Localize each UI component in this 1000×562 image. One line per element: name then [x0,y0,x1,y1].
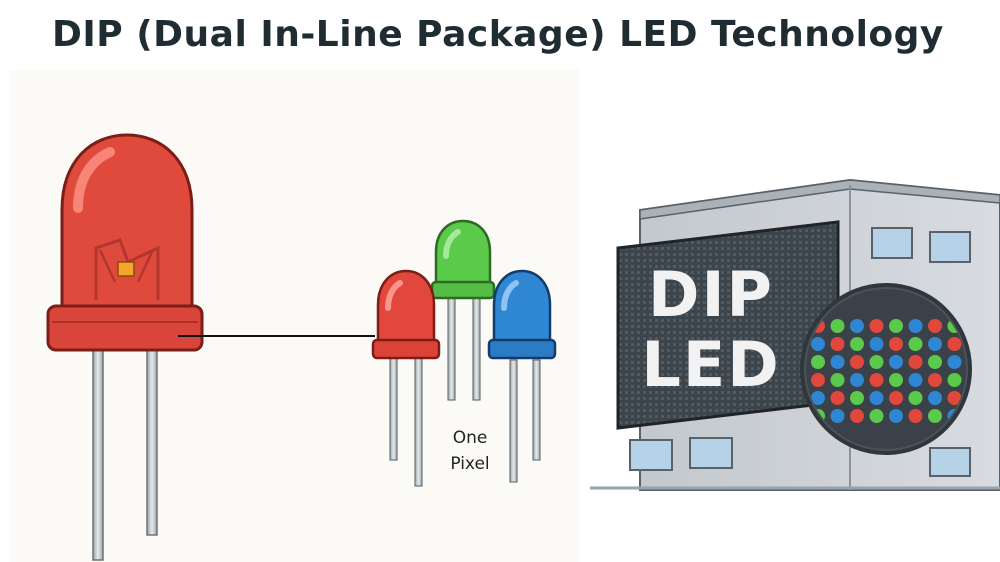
rgb-dot [869,409,884,423]
rgb-dot [811,337,825,351]
rgb-dot [830,373,845,387]
rgb-dot [908,355,923,369]
rgb-dot [947,337,962,351]
blue-led-icon [487,269,557,483]
rgb-dot [850,355,864,369]
rgb-dot [850,373,864,387]
rgb-dot [947,391,962,405]
rgb-dot [869,337,884,351]
rgb-dot [908,373,923,387]
rgb-dot [928,355,942,369]
rgb-dot [830,409,845,423]
page-title: DIP (Dual In-Line Package) LED Technolog… [52,14,944,55]
rgb-dot [889,409,903,423]
rgb-dot [869,391,884,405]
rgb-dot [928,373,942,387]
rgb-dot [889,391,903,405]
rgb-dot [889,337,903,351]
pixel-label-line1: One [452,428,488,448]
rgb-dot [908,337,923,351]
green-led-icon [430,219,496,401]
rgb-dot [830,391,845,405]
rgb-dot [850,409,864,423]
magnifier-circle-icon [800,283,972,455]
rgb-dot [928,391,942,405]
rgb-dot [869,355,884,369]
pixel-label-line2: Pixel [450,454,490,474]
red-led-icon [371,269,441,487]
rgb-dot [850,337,864,351]
rgb-dot [869,373,884,387]
rgb-dot [928,319,942,333]
rgb-dot [908,391,923,405]
rgb-dot [947,373,962,387]
rgb-dot [830,319,845,333]
rgb-dot [889,319,903,333]
rgb-dot [811,373,825,387]
rgb-dot [850,319,864,333]
sign-line-dip: DIP [648,258,774,331]
rgb-dot [947,355,962,369]
rgb-dot [830,337,845,351]
rgb-dot [889,355,903,369]
rgb-dot [908,409,923,423]
rgb-dot [908,319,923,333]
rgb-dot [811,355,825,369]
rgb-dot [811,391,825,405]
rgb-dot [928,409,942,423]
rgb-dot [869,319,884,333]
rgb-dot [928,337,942,351]
one-pixel-label: One Pixel [436,425,504,477]
red-dip-led-icon [46,133,375,561]
rgb-dot [889,373,903,387]
rgb-dot [850,391,864,405]
rgb-dot [830,355,845,369]
sign-line-led: LED [641,328,781,401]
